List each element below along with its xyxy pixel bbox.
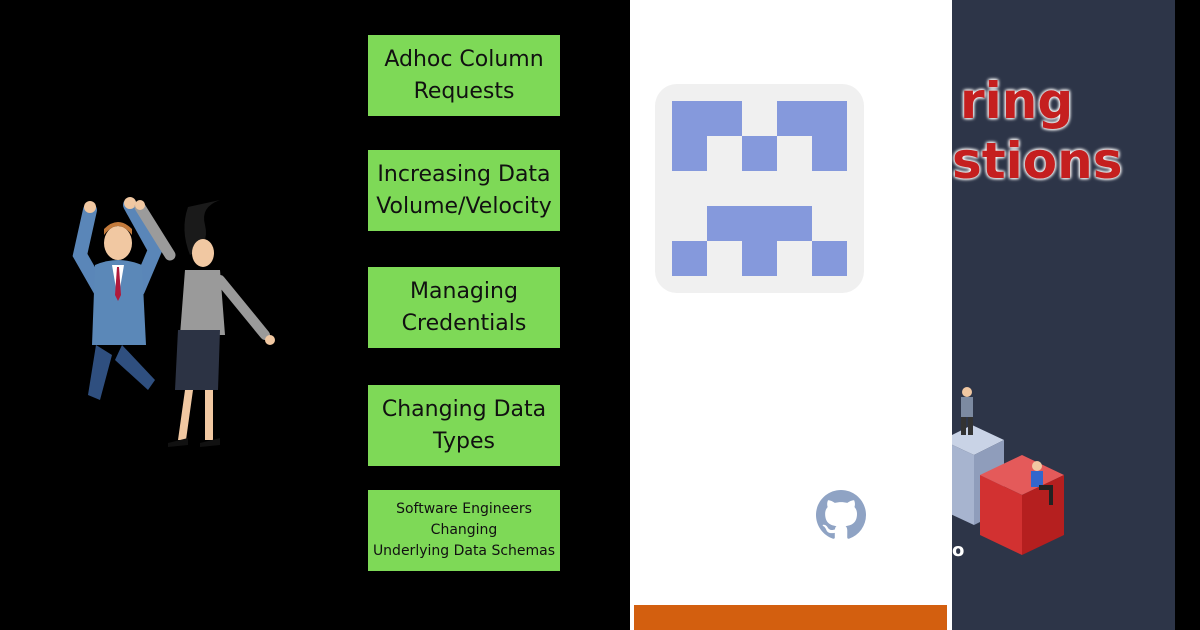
challenge-data-volume: Increasing Data Volume/Velocity [368, 150, 560, 231]
blocky-m-logo-icon [655, 84, 864, 293]
challenge-adhoc-columns: Adhoc Column Requests [368, 35, 560, 116]
title-line-1: ring [960, 72, 1074, 130]
challenge-credentials: Managing Credentials [368, 267, 560, 348]
title-line-2: stions [952, 132, 1123, 190]
right-panel [952, 0, 1175, 630]
man-figure [72, 197, 163, 400]
challenge-data-types: Changing Data Types [368, 385, 560, 466]
woman-figure [134, 200, 275, 447]
isometric-cubes-people-illustration [952, 387, 1064, 555]
celebrating-people-illustration [72, 197, 275, 447]
challenge-schema-changes: Software Engineers Changing Underlying D… [368, 490, 560, 571]
right-edge-strip [1175, 0, 1200, 630]
github-icon[interactable] [816, 490, 866, 540]
orange-bar [634, 605, 947, 630]
footer-fragment: o [952, 540, 965, 561]
